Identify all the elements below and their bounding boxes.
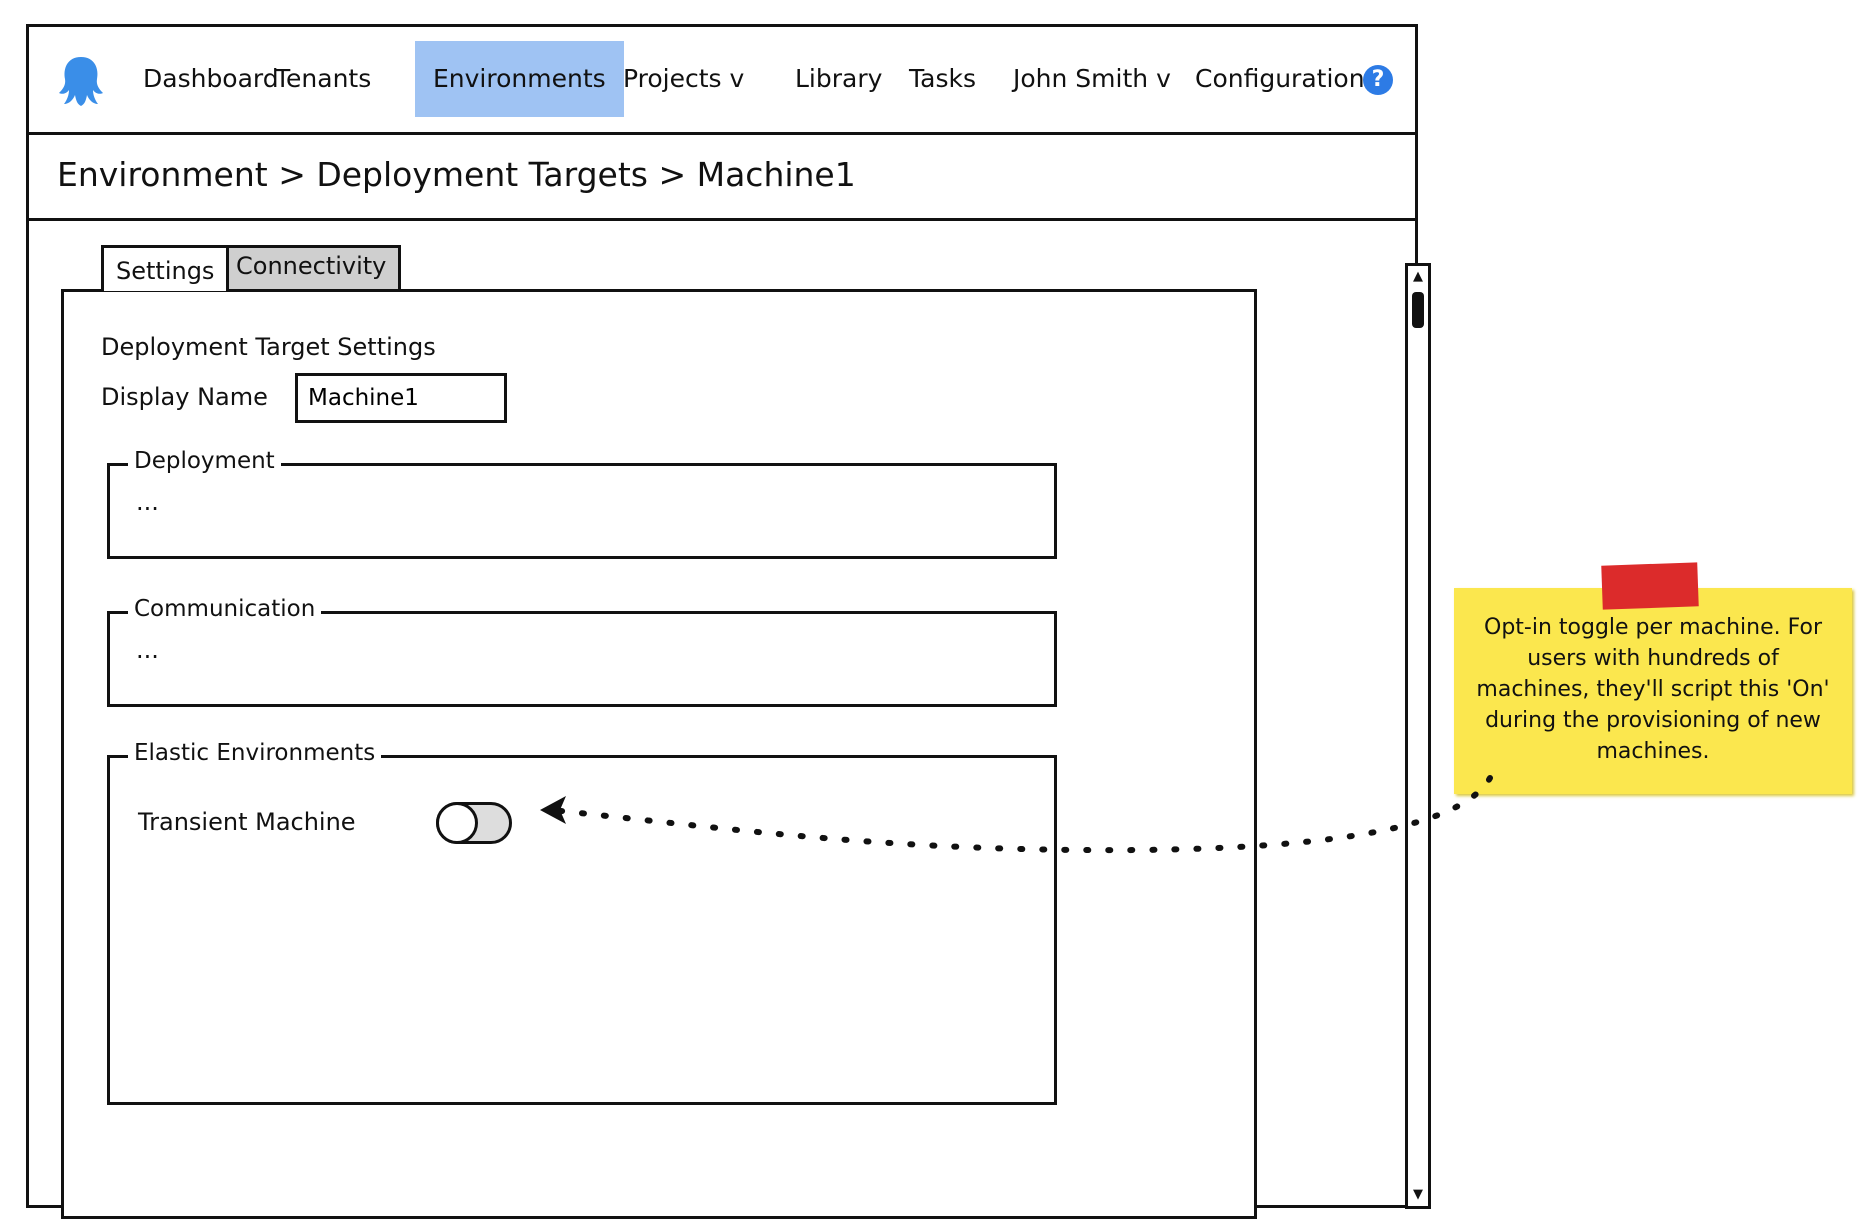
top-navigation: Dashboard Tenants Environments Projects … xyxy=(29,27,1415,135)
scroll-down-icon[interactable]: ▼ xyxy=(1413,1187,1423,1202)
scroll-thumb[interactable] xyxy=(1412,292,1424,328)
nav-item-tasks[interactable]: Tasks xyxy=(909,64,976,93)
breadcrumb: Environment > Deployment Targets > Machi… xyxy=(57,155,856,194)
deployment-legend: Deployment xyxy=(128,448,281,474)
scroll-up-icon[interactable]: ▲ xyxy=(1413,269,1423,284)
sticky-note: Opt-in toggle per machine. For users wit… xyxy=(1454,588,1852,794)
deployment-placeholder: ... xyxy=(136,488,159,516)
nav-item-environments[interactable]: Environments xyxy=(415,41,624,117)
communication-placeholder: ... xyxy=(136,636,159,664)
display-name-input[interactable] xyxy=(295,373,507,423)
communication-group: Communication ... xyxy=(107,596,1057,707)
communication-legend: Communication xyxy=(128,596,322,622)
help-icon[interactable]: ? xyxy=(1363,65,1393,95)
transient-machine-label: Transient Machine xyxy=(138,808,356,836)
octopus-logo-icon[interactable] xyxy=(55,55,107,107)
elastic-environments-group: Elastic Environments Transient Machine xyxy=(107,740,1057,1105)
tab-connectivity[interactable]: Connectivity xyxy=(221,245,402,289)
deployment-group: Deployment ... xyxy=(107,448,1057,559)
nav-item-user-menu[interactable]: John Smith v xyxy=(1013,64,1171,93)
section-title: Deployment Target Settings xyxy=(101,333,436,361)
vertical-scrollbar[interactable]: ▲ ▼ xyxy=(1405,263,1431,1209)
nav-item-projects[interactable]: Projects v xyxy=(623,64,745,93)
tab-settings[interactable]: Settings xyxy=(101,245,230,291)
tape-icon xyxy=(1601,562,1699,610)
nav-item-configuration[interactable]: Configuration xyxy=(1195,64,1365,93)
transient-machine-toggle[interactable] xyxy=(436,802,512,844)
elastic-environments-legend: Elastic Environments xyxy=(128,740,382,766)
nav-item-tenants[interactable]: Tenants xyxy=(275,64,372,93)
toggle-knob xyxy=(436,802,478,844)
nav-item-library[interactable]: Library xyxy=(795,64,883,93)
sticky-note-text: Opt-in toggle per machine. For users wit… xyxy=(1476,615,1830,764)
app-window: Dashboard Tenants Environments Projects … xyxy=(26,24,1431,1219)
display-name-label: Display Name xyxy=(101,383,268,411)
breadcrumb-bar: Environment > Deployment Targets > Machi… xyxy=(29,135,1415,221)
nav-item-dashboard[interactable]: Dashboard xyxy=(143,64,279,93)
